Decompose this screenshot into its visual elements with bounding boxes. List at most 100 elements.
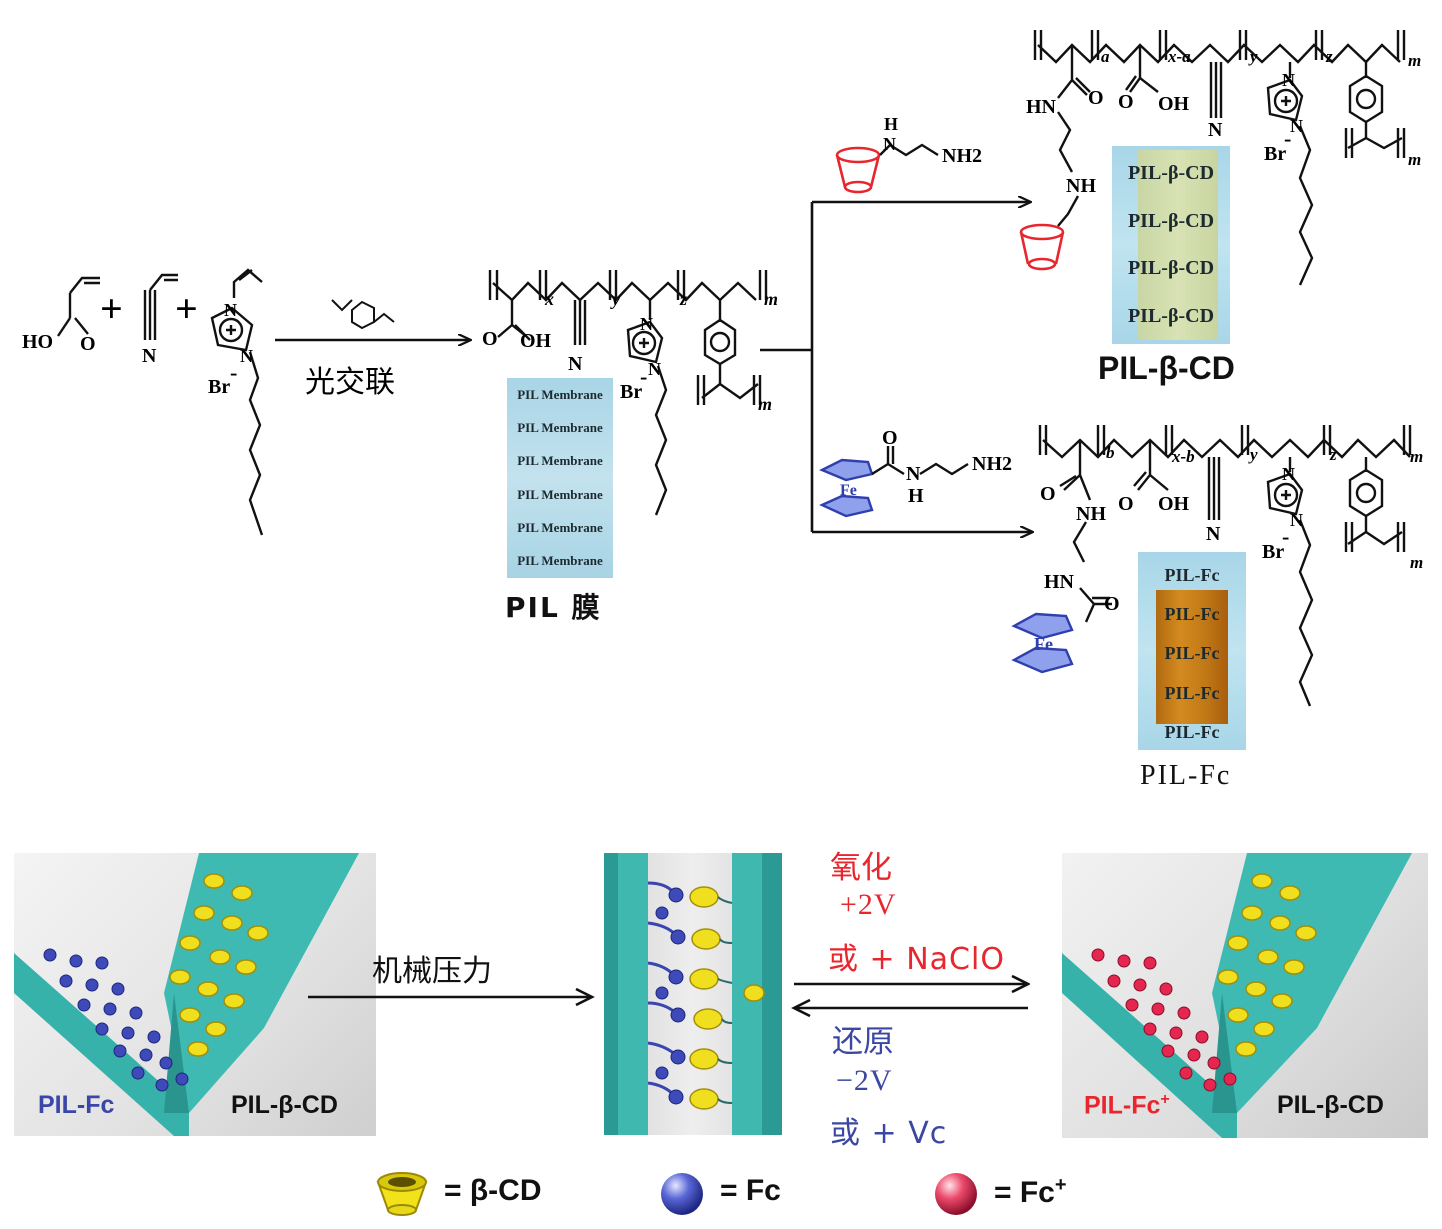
- panel-left-fc-label: PIL-Fc: [38, 1091, 115, 1119]
- cd-reagent-chain: [879, 143, 939, 157]
- pil-fc-sub-xb: x-b: [1171, 447, 1195, 466]
- panel-separated-films: PIL-Fc PIL-β-CD: [14, 853, 376, 1136]
- pil-membrane-label: PIL Membrane: [517, 553, 603, 569]
- pil-cd-amide-o: O: [1088, 87, 1104, 109]
- pil-cd-caption: PIL-β-CD: [1098, 350, 1235, 386]
- reduction-reagent: 或 + Vc: [830, 1116, 948, 1151]
- pil-cd-film-label: PIL-β-CD: [1127, 304, 1215, 327]
- pil-membrane-label: PIL Membrane: [517, 453, 603, 469]
- il-n3-label: N: [240, 346, 253, 366]
- pil-cd-im-n1: N: [1282, 70, 1295, 90]
- fc-spheres-group: [43, 948, 189, 1092]
- plus-sign-1: +: [100, 286, 123, 331]
- crosslink-label: 光交联: [305, 365, 395, 400]
- legend: = β-CD = Fc = Fc+: [370, 1166, 1130, 1222]
- il-br-minus: -: [230, 360, 237, 385]
- pil-cd-cooh-oh: OH: [1158, 93, 1190, 115]
- pil-fc-im-n1: N: [1282, 464, 1295, 484]
- plus-sign-2: +: [175, 286, 198, 331]
- acid-o-label: O: [80, 333, 96, 355]
- fc-reagent-fe: Fe: [840, 482, 857, 499]
- mechanical-pressure-label: 机械压力: [372, 954, 492, 989]
- pil-cd-sub-m2: m: [1408, 150, 1421, 169]
- pil-fc-film-label: PIL-Fc: [1164, 721, 1220, 742]
- pil-fc-amide-o: O: [1040, 483, 1056, 505]
- pil-membrane-label: PIL Membrane: [517, 419, 603, 435]
- oxidized-films-art: [1062, 853, 1412, 1138]
- cd-reagent-n: N: [883, 134, 896, 154]
- acid-oh-label: HO: [22, 331, 53, 353]
- pil-fc-film-label: PIL-Fc: [1164, 565, 1220, 586]
- fc-plus-spheres-group: [1091, 948, 1237, 1092]
- synthesis-scheme: HO O + N + N N Br - 光交联: [22, 30, 1423, 707]
- pil-fc-caption: PIL-Fc: [1140, 760, 1232, 791]
- pil-fc-cooh-oh: OH: [1158, 493, 1190, 515]
- pil-membrane-label: PIL Membrane: [517, 519, 603, 535]
- legend-cd-text: = β-CD: [444, 1174, 542, 1207]
- pil-fc-film-label: PIL-Fc: [1164, 682, 1220, 703]
- pil-cd-sub-z: z: [1325, 47, 1333, 66]
- pil-fc-br: Br: [1262, 541, 1284, 563]
- fc-reagent-chain: [871, 446, 969, 476]
- panel-bonded-films: [604, 853, 782, 1135]
- pil-cooh-oh: OH: [520, 330, 552, 352]
- bonded-films-art: [604, 853, 782, 1135]
- acrylonitrile-structure: [143, 273, 178, 340]
- legend-fc-plus-main: = Fc: [994, 1176, 1055, 1209]
- pil-cd-film-label: PIL-β-CD: [1127, 162, 1215, 185]
- pil-cd-sub-a: a: [1101, 47, 1110, 66]
- pil-fc-sub-m2: m: [1410, 553, 1423, 572]
- fc-reagent-o: O: [882, 427, 898, 449]
- legend-fc-plus-sup: +: [1054, 1174, 1067, 1196]
- pil-sub-x: x: [544, 289, 554, 309]
- pil-br: Br: [620, 381, 642, 403]
- pil-fc-cn-n: N: [1206, 523, 1221, 545]
- pil-fc-sub-b: b: [1106, 443, 1115, 462]
- panel-left-cd-label: PIL-β-CD: [231, 1091, 338, 1119]
- panel-right-cd-label: PIL-β-CD: [1277, 1091, 1384, 1119]
- oxidation-label: 氧化: [830, 850, 892, 886]
- il-n1-label: N: [224, 300, 237, 320]
- cd-reagent-nh2: NH2: [942, 145, 982, 167]
- pil-sub-y: y: [610, 289, 621, 309]
- pil-backbone: [488, 270, 768, 516]
- pil-cd-im-n3: N: [1290, 116, 1303, 136]
- fc-reagent-nh2: NH2: [972, 453, 1012, 475]
- panel-right-fc-plus-label: PIL-Fc+: [1084, 1091, 1170, 1120]
- pil-cd-film-label: PIL-β-CD: [1127, 209, 1215, 232]
- pil-fc-sub-y: y: [1248, 445, 1258, 464]
- vinyl-imidazolium-structure: [210, 268, 264, 536]
- fc-sphere-icon: [661, 1173, 703, 1215]
- pil-membrane-label: PIL Membrane: [517, 386, 603, 402]
- cd-cups-group-right: [1217, 873, 1317, 1057]
- il-br-label: Br: [208, 376, 230, 398]
- cd-cups-group: [169, 873, 269, 1057]
- fc-reagent-n: N: [906, 463, 921, 485]
- panel-right-fc-text: PIL-Fc: [1084, 1091, 1161, 1120]
- pil-fc-cooh-o: O: [1118, 493, 1134, 515]
- cd-reagent-cup-icon: [835, 146, 881, 194]
- fc-plus-sphere-icon: [935, 1173, 977, 1215]
- pil-fc-sub-z: z: [1329, 445, 1337, 464]
- pil-cd-cn-n: N: [1208, 119, 1223, 141]
- pil-fc-film-labels: PIL-Fc PIL-Fc PIL-Fc PIL-Fc PIL-Fc: [1138, 556, 1246, 752]
- reduction-label: 还原: [832, 1024, 894, 1060]
- legend-fc-plus-text: = Fc+: [994, 1174, 1067, 1210]
- oxidation-reagent: 或 + NaClO: [828, 942, 1005, 977]
- pil-cd-film-label: PIL-β-CD: [1127, 257, 1215, 280]
- pil-br-minus: -: [640, 364, 647, 389]
- pil-fc-film-label: PIL-Fc: [1164, 643, 1220, 664]
- pil-sub-m2: m: [758, 394, 772, 414]
- pil-membrane-caption: PIL 膜: [505, 591, 602, 624]
- pil-cn-n: N: [568, 353, 583, 375]
- pil-im-n1: N: [640, 314, 653, 334]
- pil-membrane-label: PIL Membrane: [517, 486, 603, 502]
- panel-right-fc-sup: +: [1160, 1091, 1170, 1108]
- pil-cooh-o: O: [482, 328, 498, 350]
- pil-cd-cup-icon: [1019, 223, 1065, 271]
- pil-fc-hn: HN: [1044, 571, 1075, 593]
- pil-cd-backbone: [1033, 30, 1406, 286]
- pil-cd-hn: HN: [1026, 96, 1057, 118]
- separated-films-art: [14, 853, 359, 1136]
- pil-cd-nh: NH: [1066, 175, 1096, 197]
